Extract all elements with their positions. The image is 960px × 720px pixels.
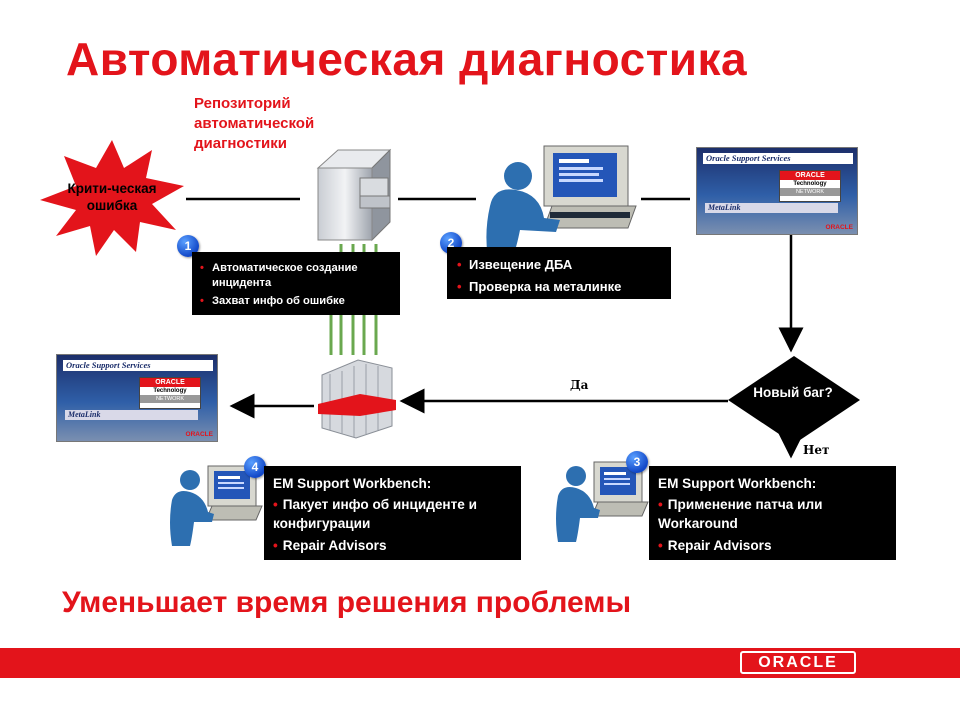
step-4-header: EM Support Workbench: bbox=[273, 476, 432, 491]
step-4-box: EM Support Workbench: Пакует инфо об инц… bbox=[264, 466, 521, 560]
metalink-screenshot-icon: Oracle Support Services ORACLE Technolog… bbox=[56, 354, 218, 442]
subtitle: Уменьшает время решения проблемы bbox=[62, 586, 632, 619]
metalink-title: MetaLink bbox=[705, 203, 838, 213]
step-4-item: Repair Advisors bbox=[273, 536, 513, 555]
step-4-item: Пакует инфо об инциденте и конфигурации bbox=[273, 495, 513, 533]
metalink-header: Oracle Support Services bbox=[703, 153, 853, 164]
step-3-box: EM Support Workbench: Применение патча и… bbox=[649, 466, 896, 560]
metalink-header: Oracle Support Services bbox=[63, 360, 213, 371]
metalink-oracle-mark: ORACLE bbox=[825, 224, 853, 231]
step-1-box: Автоматическое создание инцидента Захват… bbox=[192, 252, 400, 315]
step-badge-1: 1 bbox=[177, 235, 199, 257]
yes-label: Да bbox=[570, 378, 589, 392]
step-badge-3: 3 bbox=[626, 451, 648, 473]
step-1-item: Захват инфо об ошибке bbox=[200, 294, 394, 309]
page-title: Автоматическая диагностика bbox=[66, 33, 748, 85]
step-3-header: EM Support Workbench: bbox=[658, 476, 817, 491]
step-2-item: Извещение ДБА bbox=[457, 256, 663, 273]
step-badge-4: 4 bbox=[244, 456, 266, 478]
step-3-item: Применение патча или Workaround bbox=[658, 495, 888, 533]
decision-diamond bbox=[728, 356, 860, 444]
explosion-icon bbox=[40, 140, 184, 256]
user-computer-icon-right bbox=[556, 461, 649, 542]
server-icon bbox=[316, 148, 392, 242]
metalink-screenshot-icon: Oracle Support Services ORACLE Technolog… bbox=[696, 147, 858, 235]
oracle-tech-network-logo: ORACLE Technology NETWORK bbox=[779, 170, 841, 202]
metalink-oracle-mark: ORACLE bbox=[185, 431, 213, 438]
critical-error-label: Крити-ческая ошибка bbox=[67, 181, 157, 213]
metalink-title: MetaLink bbox=[65, 410, 198, 420]
step-2-box: Извещение ДБА Проверка на металинке bbox=[447, 247, 671, 299]
oracle-logo: ORACLE bbox=[740, 651, 856, 674]
step-1-item: Автоматическое создание инцидента bbox=[200, 261, 394, 290]
dba-computer-icon bbox=[486, 145, 637, 258]
step-2-item: Проверка на металинке bbox=[457, 278, 663, 295]
oracle-tech-network-logo: ORACLE Technology NETWORK bbox=[139, 377, 201, 409]
firewall-icon bbox=[318, 359, 396, 439]
repository-label: Репозиторий автоматической диагностики bbox=[194, 95, 315, 152]
decision-label: Новый баг? bbox=[753, 385, 833, 400]
step-3-item: Repair Advisors bbox=[658, 536, 888, 555]
no-label: Нет bbox=[803, 443, 830, 457]
user-computer-icon-left bbox=[170, 465, 263, 546]
